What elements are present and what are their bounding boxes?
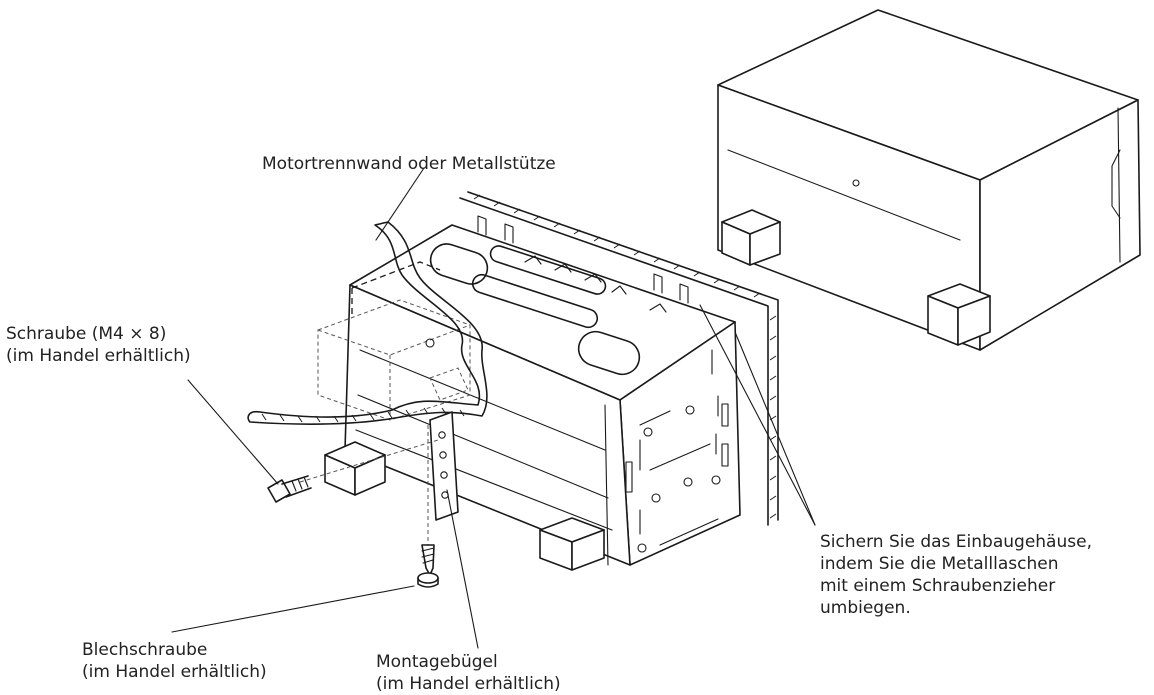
screw-m4-icon: [267, 439, 439, 503]
sheet-screw-label-line1: Blechschraube: [82, 640, 208, 660]
bracket-label-line1: Montagebügel: [376, 652, 498, 672]
screw-label-line2: (im Handel erhältlich): [6, 346, 191, 366]
secure-label-line3: mit einem Schraubenzieher: [820, 576, 1056, 596]
firewall-label: Motortrennwand oder Metallstütze: [262, 154, 556, 174]
leader-lines: [171, 167, 816, 649]
secure-label-line4: umbiegen.: [820, 598, 911, 618]
head-unit: [717, 9, 1141, 351]
secure-label-line1: Sichern Sie das Einbaugehäuse,: [820, 532, 1092, 552]
dashed-ghost-box: [317, 261, 471, 421]
firewall-panel: [459, 191, 779, 526]
sheet-screw-icon: [417, 425, 439, 588]
mounting-bracket: [429, 411, 459, 521]
firewall-cutaway: [247, 221, 488, 425]
secure-label-line2: indem Sie die Metalllaschen: [820, 554, 1059, 574]
mounting-sleeve: [324, 215, 741, 571]
bracket-label-line2: (im Handel erhältlich): [376, 674, 561, 694]
firewall-hatching: [473, 194, 777, 519]
sheet-screw-label-line2: (im Handel erhältlich): [82, 662, 267, 682]
screw-label-line1: Schraube (M4 × 8): [6, 324, 167, 344]
